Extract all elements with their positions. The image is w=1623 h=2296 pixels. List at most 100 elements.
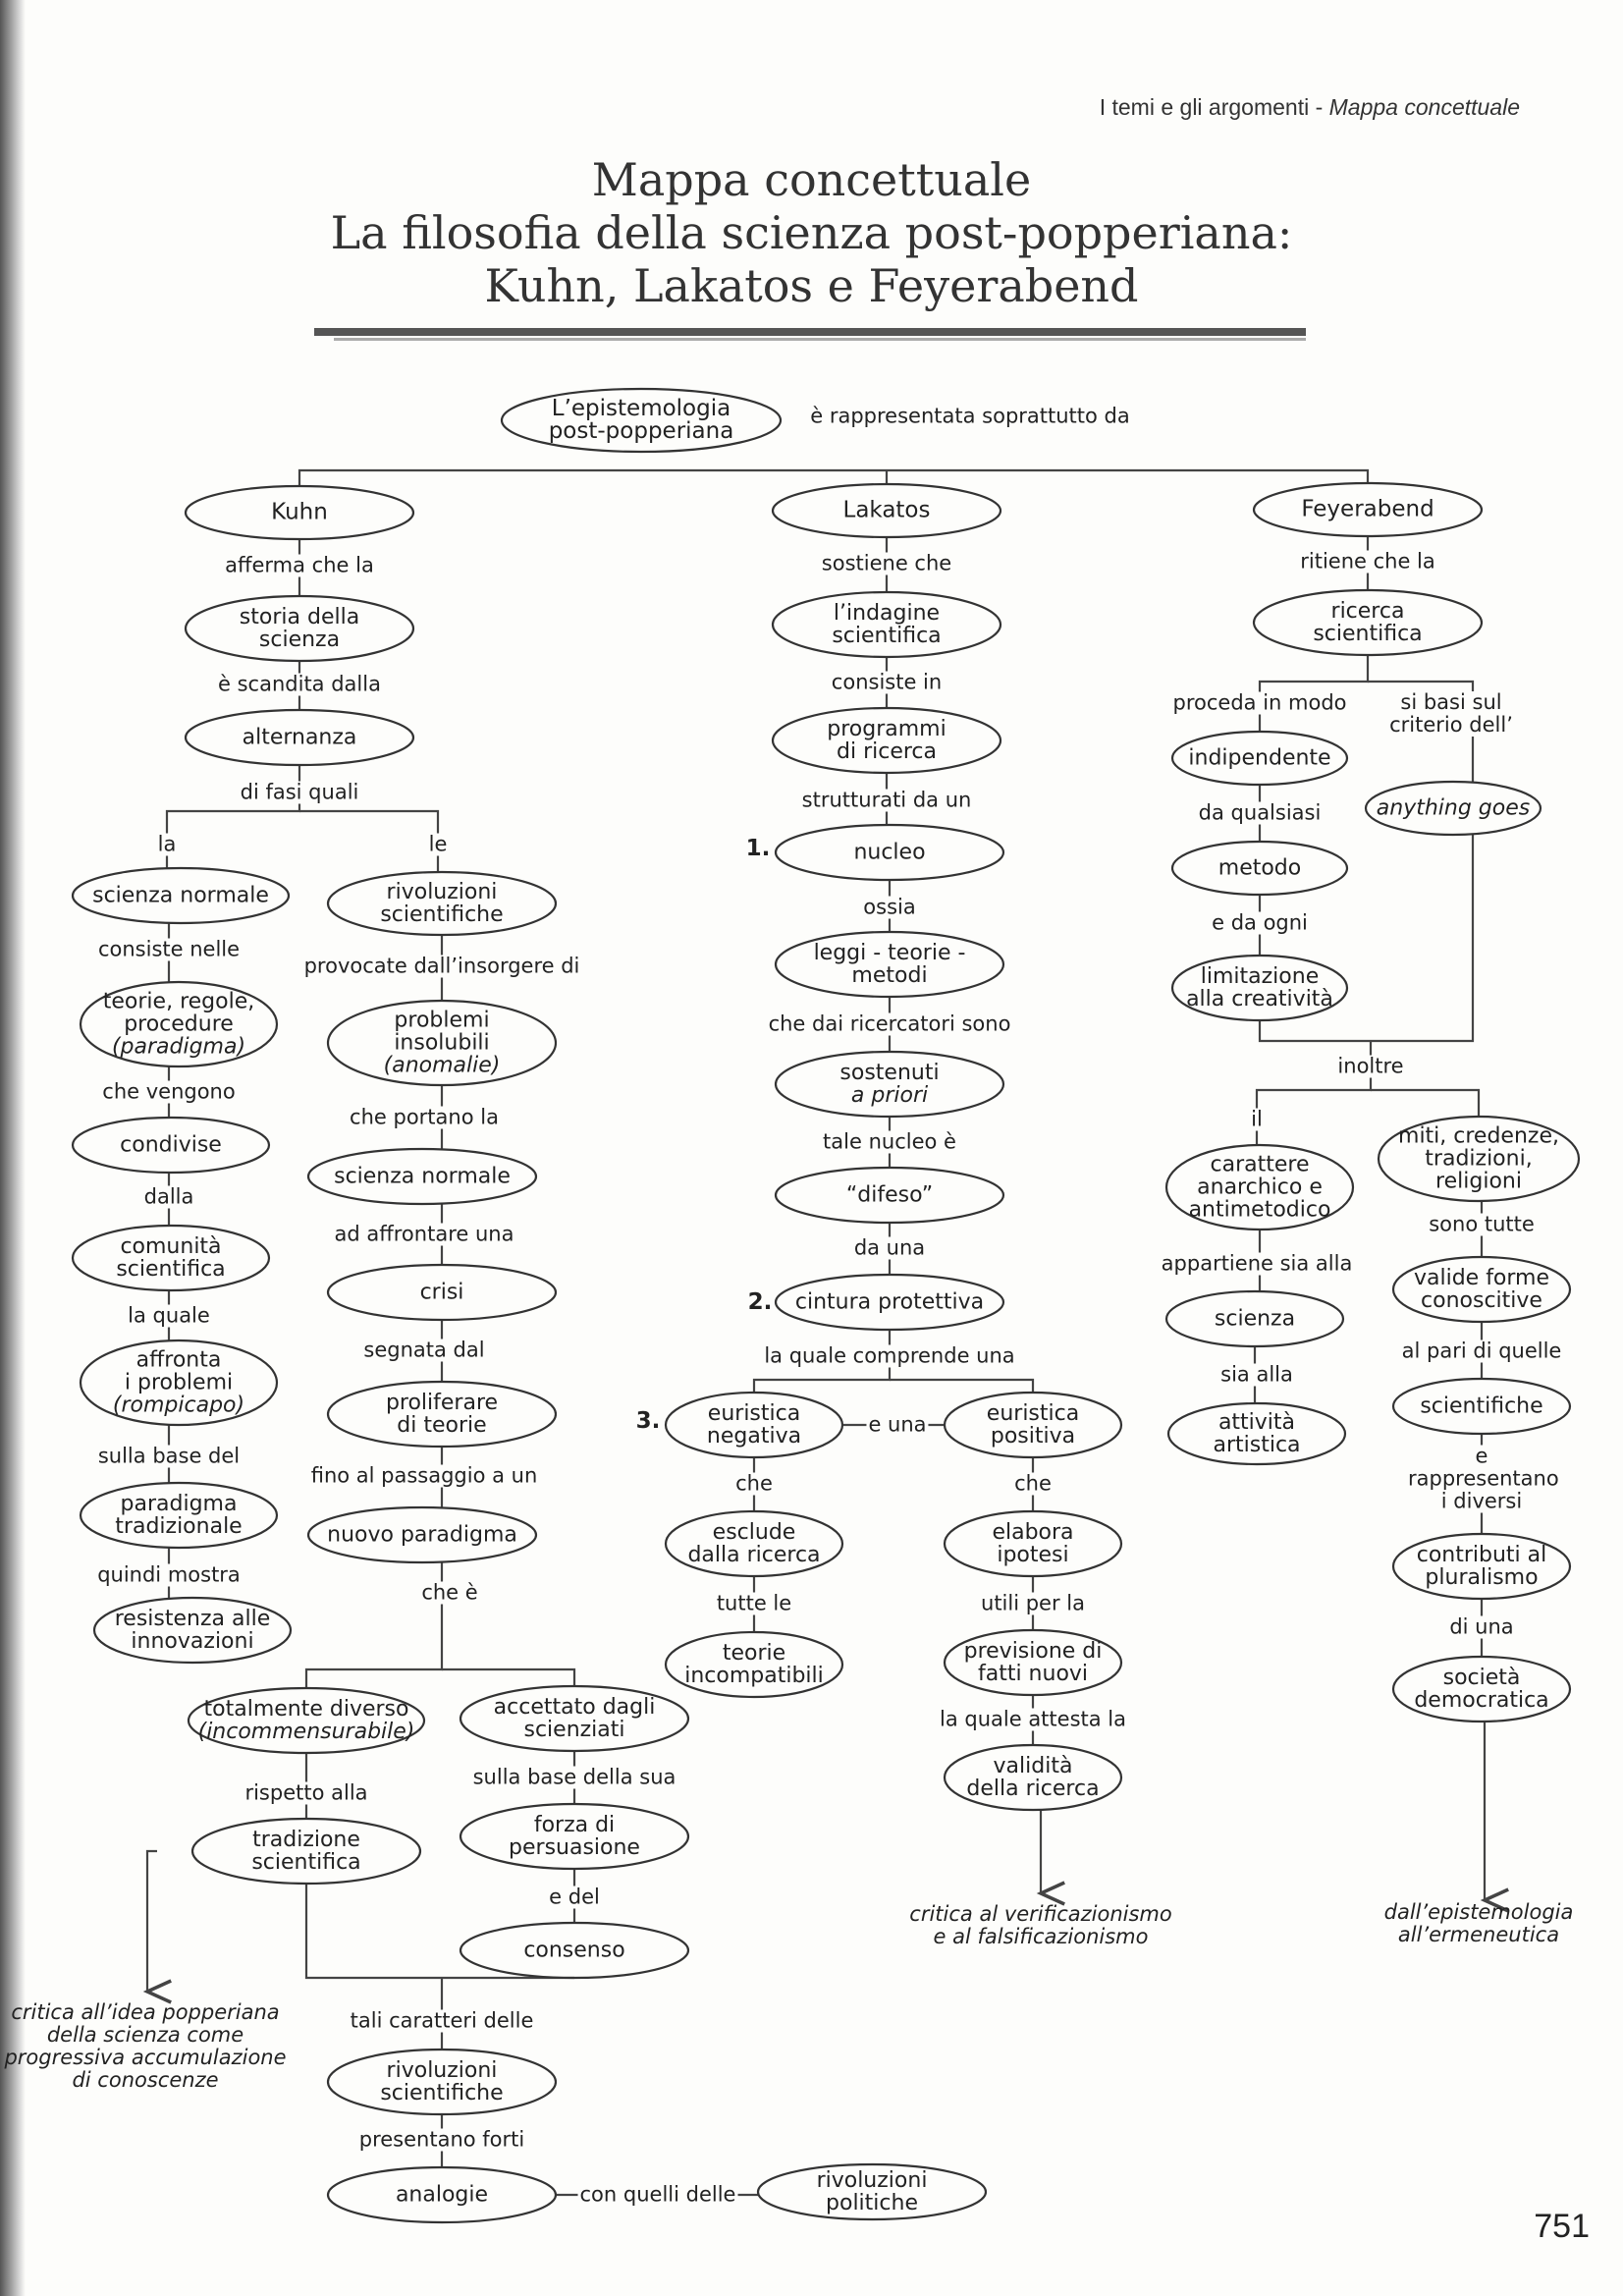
relation-label-kuhn-10: provocate dall’insorgere di (301, 954, 582, 978)
relation-label-lak-13: utili per la (979, 1591, 1087, 1615)
node-ellipse-ricerca-sci (1252, 588, 1484, 657)
conclusion-kuhn-line: di conoscenze (72, 2068, 219, 2092)
node-totalmente: totalmente diverso(incommensurabile) (198, 1698, 415, 1743)
relation-label-kuhn-14: fino al passaggio a un (308, 1463, 540, 1488)
node-text-line: scientifiche (380, 2081, 504, 2105)
relation-label-lak-3: strutturati da un (799, 788, 974, 812)
relation-label-fey-10: sono tutte (1427, 1212, 1537, 1236)
node-text-line: incompatibili (684, 1664, 824, 1688)
node-ellipse-crisi (326, 1263, 558, 1322)
relation-label-root-rel: è rappresentata soprattutto da (808, 404, 1132, 428)
relation-label-fey-3: si basi sul criterio dell’ (1376, 691, 1527, 737)
node-text-line: forza di (533, 1813, 616, 1837)
node-text-line: società (1442, 1666, 1521, 1690)
node-scienza-normale: scienza normale (92, 885, 269, 907)
connector-line (890, 1378, 1035, 1393)
node-ellipse-kuhn (184, 484, 415, 541)
relation-label-lak-5: che dai ricercatori sono (766, 1011, 1013, 1036)
node-text-line: valide forme (1413, 1266, 1550, 1290)
node-ellipse-sostenuti (774, 1050, 1005, 1119)
node-text-line: scienziati (523, 1718, 625, 1742)
node-text-line: proliferare (385, 1391, 499, 1415)
node-ellipse-rivoluzioni (326, 870, 558, 937)
node-text-line: carattere (1210, 1152, 1310, 1177)
node-text-line: condivise (120, 1132, 222, 1158)
conclusion-lakatos: critica al verificazionismo e al falsifi… (909, 1903, 1171, 1948)
node-text-line: politiche (826, 2191, 918, 2215)
relation-label-kuhn-2: è scandita dalla (216, 672, 383, 696)
relation-label-kuhn-9: quindi mostra (95, 1562, 243, 1587)
node-text-line: Kuhn (271, 499, 328, 525)
node-ellipse-proliferare (326, 1380, 558, 1449)
node-text-line: scientifica (116, 1257, 226, 1282)
node-lakatos: Lakatos (842, 497, 931, 523)
node-text-line: totalmente diverso (203, 1697, 409, 1722)
node-ellipse-root (500, 387, 783, 454)
node-consenso: consenso (523, 1940, 624, 1962)
conclusion-kuhn-line: critica all’idea popperiana (11, 2000, 280, 2024)
relation-label-lak-7: da una (851, 1235, 928, 1260)
conclusion-kuhn: critica all’idea popperiana della scienz… (4, 2001, 286, 2092)
node-text-line: problemi (394, 1008, 490, 1033)
node-ellipse-miti (1377, 1115, 1581, 1203)
node-text-line: rivoluzioni (386, 880, 498, 904)
step-number-1: 1. (745, 836, 771, 861)
node-ellipse-contributi (1391, 1532, 1572, 1601)
node-text-line: nucleo (853, 840, 926, 865)
node-anything: anything goes (1377, 797, 1530, 820)
relation-label-fey-12: e rappresentano i diversi (1406, 1444, 1559, 1513)
node-feyerabend: Feyerabend (1301, 498, 1434, 521)
relation-label-lak-8: la quale comprende una (762, 1343, 1017, 1368)
relation-label-lak-1: sostiene che (819, 551, 954, 575)
node-metodo: metodo (1218, 857, 1301, 880)
node-text-line: scienza (258, 628, 341, 652)
node-text-line: rivoluzioni (386, 2058, 498, 2083)
node-difeso: “difeso” (846, 1184, 933, 1207)
node-text-line: scienza (1214, 1306, 1296, 1332)
relation-label-kuhn-1: afferma che la (223, 553, 376, 577)
title-rule (314, 328, 1306, 336)
node-kuhn: Kuhn (271, 499, 328, 525)
node-ellipse-limitazione (1170, 954, 1349, 1022)
node-text-line: validità (993, 1754, 1073, 1778)
relation-label-kuhn-18: e del (547, 1885, 602, 1909)
node-text-line: cintura protettiva (794, 1289, 985, 1315)
step-number-2: 2. (747, 1289, 773, 1315)
node-text-line: alla creatività (1186, 987, 1333, 1011)
node-ellipse-elabora (943, 1509, 1123, 1578)
node-text-line: di ricerca (836, 739, 937, 764)
relation-label-lak-10: che (733, 1471, 775, 1496)
node-ellipse-feyerabend (1252, 481, 1484, 538)
connector-line (299, 809, 440, 872)
node-text-line: scientifiche (1420, 1394, 1543, 1419)
node-text-line: i problemi (124, 1370, 234, 1395)
node-crisi: crisi (420, 1282, 464, 1304)
node-indipendente: indipendente (1188, 747, 1330, 770)
node-alternanza: alternanza (243, 727, 357, 749)
node-ellipse-metodo (1170, 840, 1349, 897)
relation-label-kuhn-4: consiste nelle (95, 937, 243, 961)
node-ellipse-rivoluzioni-pol (756, 2162, 988, 2221)
node-text-line: scienza normale (92, 883, 269, 908)
node-leggi: leggi - teorie -metodi (814, 942, 966, 987)
relation-label-kuhn-le: le (426, 832, 450, 856)
relation-label-kuhn-15: che è (419, 1580, 480, 1605)
node-text-line: alternanza (242, 725, 357, 750)
relation-label-kuhn-17: sulla base della sua (470, 1765, 678, 1789)
node-text-line: artistica (1213, 1433, 1301, 1457)
relation-label-kuhn-13: segnata dal (361, 1338, 487, 1362)
node-text-line: Lakatos (842, 497, 931, 523)
node-ellipse-programmi (771, 706, 1002, 775)
node-ellipse-consenso (459, 1921, 690, 1980)
